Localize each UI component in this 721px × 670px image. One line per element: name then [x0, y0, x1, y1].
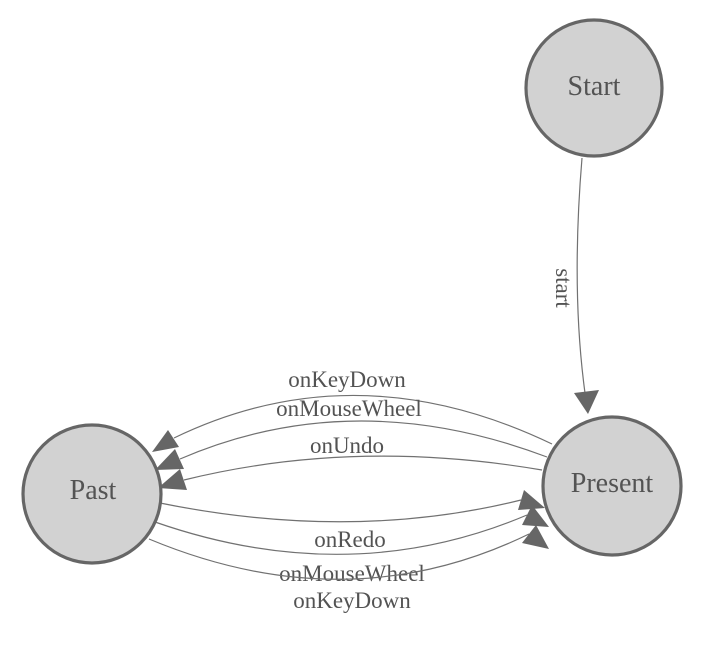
edge-past-to-present-onkeydown-path: [148, 533, 530, 580]
state-node-past: Past: [21, 423, 163, 565]
node-label-past: Past: [70, 475, 117, 506]
arrowhead-icon: [158, 469, 187, 490]
edge-past-to-present-onkeydown: onKeyDown: [148, 525, 549, 613]
edge-present-to-past-onkeydown: onKeyDown: [152, 367, 553, 452]
edge-past-to-present-onmousewheel-path: [154, 514, 528, 555]
arrowhead-icon: [518, 490, 545, 510]
arrowhead-icon: [155, 449, 184, 470]
edge-start-to-present-path: [576, 157, 586, 394]
node-label-start: Start: [568, 71, 621, 102]
edge-present-to-past-onundo: onUndo: [158, 433, 543, 490]
edge-present-to-past-onmousewheel-path: [179, 420, 548, 460]
edge-label-start: start: [551, 268, 576, 308]
arrowhead-icon: [522, 505, 549, 527]
state-node-present: Present: [541, 415, 683, 557]
state-node-start-circle: [524, 18, 664, 158]
state-node-past-circle: [21, 423, 163, 565]
edge-present-to-past-onmousewheel: onMouseWheel: [155, 396, 548, 470]
arrowhead-icon: [522, 525, 549, 549]
edge-label-onmousewheel-top: onMouseWheel: [276, 396, 422, 421]
edge-label-onkeydown-top: onKeyDown: [288, 367, 406, 392]
edge-start-to-present: start: [551, 157, 599, 414]
edge-past-to-present-onmousewheel: onMouseWheel: [154, 505, 549, 586]
state-node-present-circle: [541, 415, 683, 557]
node-label-present: Present: [571, 468, 654, 499]
edge-label-onkeydown-bottom: onKeyDown: [293, 588, 411, 613]
edge-label-onundo: onUndo: [310, 433, 384, 458]
edge-past-to-present-onredo: onRedo: [159, 490, 545, 552]
edge-label-onredo: onRedo: [314, 527, 386, 552]
state-node-start: Start: [524, 18, 664, 158]
edge-present-to-past-onundo-path: [183, 455, 543, 481]
edge-label-onmousewheel-bottom: onMouseWheel: [279, 561, 425, 586]
edge-past-to-present-onredo-path: [159, 499, 522, 523]
arrowhead-icon: [152, 430, 179, 452]
arrowhead-icon: [574, 390, 599, 414]
edge-present-to-past-onkeydown-path: [173, 394, 553, 445]
